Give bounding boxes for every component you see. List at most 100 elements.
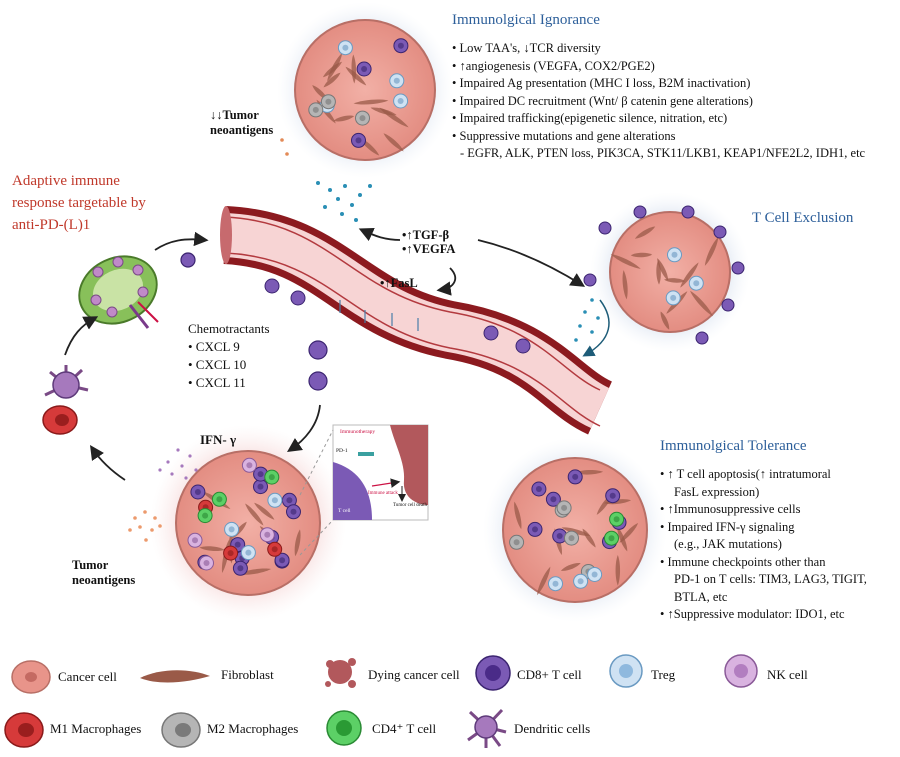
inset-pd1-label: PD-1 (336, 448, 348, 454)
legend-cd8: CD8+ T cell (517, 667, 582, 682)
cd8-nucleus (397, 42, 404, 49)
fibroblast (514, 501, 522, 530)
treg-nucleus (552, 580, 559, 587)
legend-dying-cancer-cell: Dying cancer cell (368, 667, 460, 682)
legend-m1: M1 Macrophages (50, 721, 142, 736)
legend-treg: Treg (651, 667, 676, 682)
legend-nk: NK cell (767, 667, 808, 682)
adaptive-title: Adaptive immune response targetable by a… (12, 173, 146, 233)
fibroblast (560, 562, 581, 571)
cd8-nucleus (257, 471, 264, 478)
fibroblast (704, 236, 719, 266)
inset-immunotherapy-label: Immunotherapy (340, 429, 376, 435)
ignorance-title: Immunolgical Ignorance (452, 12, 600, 28)
cd4-nucleus (216, 496, 223, 503)
cd8-nucleus (257, 483, 264, 490)
tolerance-item: • ↑Immunosuppressive cells (660, 502, 801, 516)
flow-arrows (64, 227, 586, 481)
ifn-dots (158, 448, 198, 480)
fibroblast (351, 54, 357, 84)
cd4-nucleus (202, 512, 209, 519)
cd8-nucleus (609, 492, 616, 499)
tumor-inflamed (150, 425, 346, 621)
tolerance-list: • ↑ T cell apoptosis(↑ intratumoral FasL… (660, 466, 867, 624)
treg-nucleus (577, 578, 584, 585)
legend-m2: M2 Macrophages (207, 721, 299, 736)
tolerance-item: FasL expression) (674, 484, 760, 499)
cd8-nucleus (572, 473, 579, 480)
legend-cd4: CD4⁺ T cell (372, 721, 437, 736)
cd8-nucleus (535, 486, 542, 492)
fibroblast (634, 226, 656, 239)
fibroblast (615, 555, 621, 586)
fibroblast (245, 503, 264, 526)
ignorance-item: • Impaired Ag presentation (MHC I loss, … (452, 76, 751, 90)
legend-dendritic: Dendritic cells (514, 721, 591, 736)
inset-attack-label: Immune attack (368, 491, 398, 496)
migrating-t-cells (180, 252, 328, 391)
ignorance-item: • ↑angiogenesis (VEGFA, COX2/PGE2) (452, 58, 655, 73)
m1-nucleus (227, 550, 234, 557)
cd4-nucleus (268, 474, 275, 481)
legend-cancer-cell: Cancer cell (58, 669, 117, 684)
lymph-node (78, 255, 159, 329)
tumor-ignorance (277, 2, 453, 178)
cd8-nucleus (234, 541, 241, 548)
legend-fibroblast: Fibroblast (221, 667, 274, 682)
treg-nucleus (693, 280, 700, 287)
tolerance-item: BTLA, etc (674, 589, 728, 604)
fibroblast (561, 527, 591, 536)
fibroblast (656, 260, 661, 285)
inset-tcell-label: T cell (338, 508, 351, 514)
tolerance-item: • Immune checkpoints other than (660, 554, 826, 569)
fibroblast (323, 72, 341, 88)
dendritic-and-m1 (42, 365, 89, 435)
tolerance-title: Immunolgical Tolerance (660, 438, 807, 454)
cd8-nucleus (279, 557, 286, 564)
cd8-nucleus (361, 66, 368, 72)
dying-cancer-cell-icon (325, 658, 356, 688)
fibroblast (537, 566, 551, 596)
treg-nucleus (342, 44, 349, 51)
cd8-nucleus (237, 565, 244, 572)
fasl-label: •↑FasL (380, 276, 418, 290)
nk-nucleus (246, 462, 253, 469)
fibroblast (622, 270, 628, 300)
fibroblast (353, 99, 389, 105)
treg-nucleus (591, 571, 598, 578)
tumor-exclusion (583, 192, 750, 352)
ignorance-item: • Impaired trafficking(epigenetic silenc… (452, 111, 728, 125)
nk-nucleus (192, 537, 198, 544)
fibroblast (582, 528, 596, 548)
fibroblast (690, 290, 713, 317)
fibroblast (370, 107, 397, 116)
fibroblast (345, 66, 367, 86)
nk-nucleus (203, 560, 210, 566)
legend-icons (4, 654, 758, 748)
m2-nucleus (568, 535, 575, 542)
cd8-nucleus (532, 526, 538, 533)
ignorance-list: • Low TAA's, ↓TCR diversity • ↑angiogene… (452, 40, 865, 163)
m1-nucleus (271, 546, 278, 553)
antigen-dots-right (574, 298, 600, 342)
treg-nucleus (671, 251, 678, 258)
treg-nucleus (271, 497, 278, 504)
neoantigen-dots (128, 510, 162, 542)
m2-nucleus (561, 504, 568, 511)
m2-nucleus (513, 539, 520, 546)
fibroblast (327, 52, 343, 82)
ignorance-item: • Suppressive mutations and gene alterat… (452, 128, 676, 143)
cd8-nucleus (355, 137, 362, 144)
fibroblast (383, 133, 404, 152)
treg-nucleus (670, 294, 677, 301)
tolerance-item: • ↑ T cell apoptosis(↑ intratumoral (660, 467, 831, 481)
m2-nucleus (312, 106, 319, 113)
cd8-nucleus (550, 496, 557, 503)
fibroblast (199, 546, 225, 552)
fibroblast (294, 529, 301, 557)
ifn-label: IFN- γ (200, 432, 237, 447)
chemotractants-block: Chemotractants • CXCL 9 • CXCL 10 • CXCL… (188, 321, 270, 390)
